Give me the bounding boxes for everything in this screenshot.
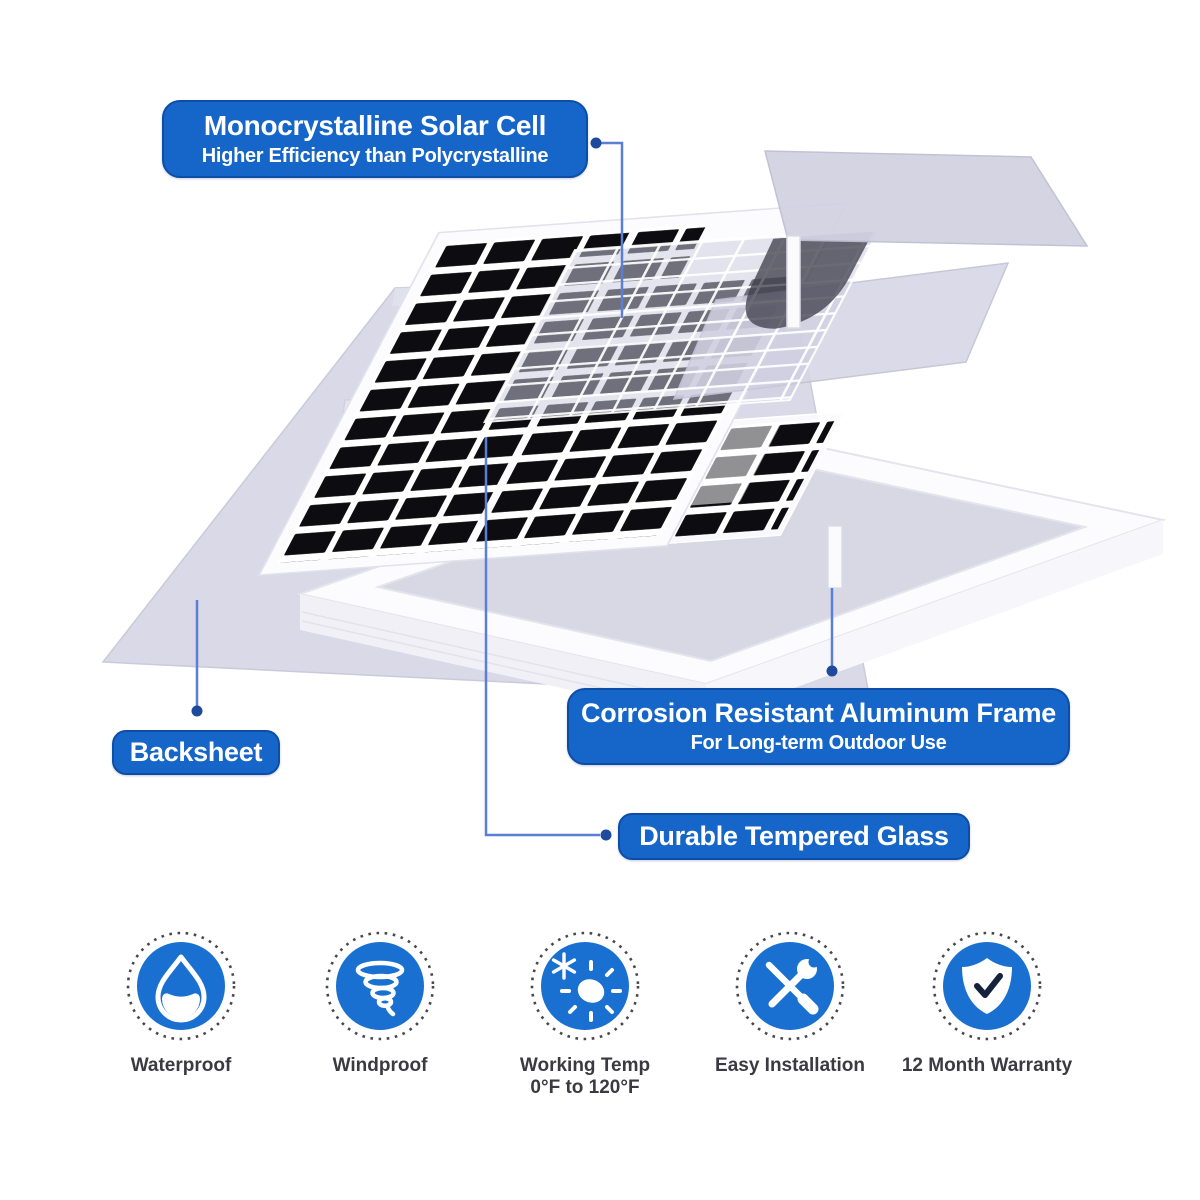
eva-grid-sheet (482, 226, 882, 424)
support-post (786, 235, 801, 329)
connector-dot-glass (600, 829, 612, 841)
windproof-icon (325, 931, 435, 1041)
feature-label: Working Temp (519, 1055, 651, 1076)
feature-easy-installation: Easy Installation (685, 928, 895, 1077)
top-glass-sheet (764, 150, 1089, 247)
feature-waterproof: Waterproof (76, 928, 286, 1077)
feature-label: Windproof (332, 1055, 428, 1076)
support-post (827, 525, 843, 589)
frame-front-right-face (706, 520, 1163, 720)
connector-solar-cell (596, 141, 624, 318)
callout-frame-title: Corrosion Resistant Aluminum Frame (581, 698, 1056, 729)
connector-dot-frame (826, 665, 838, 677)
feature-working-temp: Working Temp 0°F to 120°F (480, 928, 690, 1100)
callout-tempered-glass: Durable Tempered Glass (618, 813, 970, 860)
feature-windproof: Windproof (275, 928, 485, 1077)
feature-label: Easy Installation (715, 1055, 865, 1076)
waterproof-icon (126, 931, 236, 1041)
callout-glass-title: Durable Tempered Glass (639, 820, 949, 851)
easy-installation-icon (735, 931, 845, 1041)
callout-frame-subtitle: For Long-term Outdoor Use (690, 731, 947, 754)
callout-backsheet-title: Backsheet (129, 736, 263, 767)
connector-dot-solar-cell (590, 137, 602, 149)
callout-backsheet: Backsheet (112, 730, 280, 775)
feature-sublabel: 0°F to 120°F (530, 1077, 640, 1099)
frame-opening (378, 456, 1085, 661)
junction-shadow (745, 231, 874, 329)
feature-label: 12 Month Warranty (901, 1055, 1073, 1076)
warranty-icon (932, 931, 1042, 1041)
working-temp-icon (530, 931, 640, 1041)
callout-solar-cell-subtitle: Higher Efficiency than Polycrystalline (201, 144, 549, 167)
callout-solar-cell: Monocrystalline Solar Cell Higher Effici… (162, 100, 588, 178)
feature-warranty: 12 Month Warranty (882, 928, 1092, 1077)
connector-dot-backsheet (191, 705, 203, 717)
connector-glass (484, 437, 600, 837)
feature-label: Waterproof (130, 1055, 232, 1076)
callout-aluminum-frame: Corrosion Resistant Aluminum Frame For L… (567, 688, 1070, 765)
connector-lines (191, 137, 838, 841)
callout-solar-cell-title: Monocrystalline Solar Cell (203, 110, 547, 142)
